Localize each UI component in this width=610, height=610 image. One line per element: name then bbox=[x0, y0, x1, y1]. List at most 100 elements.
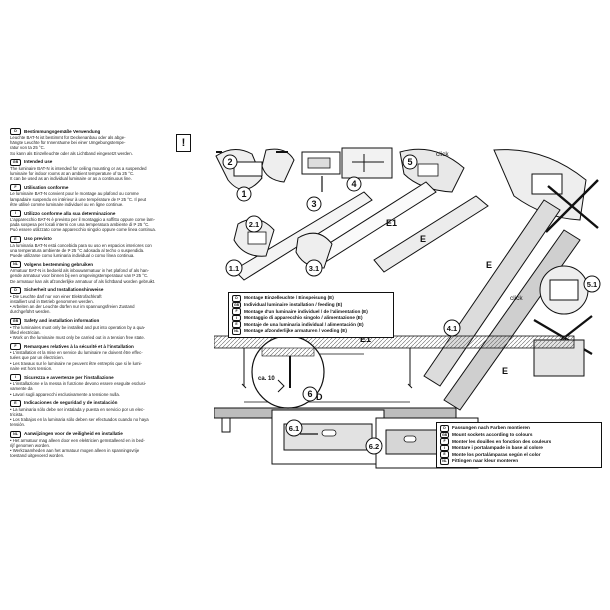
caption-text: Fittingen naar kleur monteren bbox=[452, 458, 519, 464]
socket-detail-6-1 bbox=[271, 409, 385, 465]
language-badge: F bbox=[10, 343, 21, 351]
caption-text: Montare i portalampade in base al colore bbox=[452, 445, 543, 451]
language-badge: F bbox=[232, 308, 241, 315]
step-3-1-figure bbox=[295, 232, 333, 269]
installation-illustration: 2 1 3 4 5 2.1 1.1 3.1 4.1 5.1 6 6.1 6.2 … bbox=[214, 147, 601, 469]
label-step-1-1: 1.1 bbox=[229, 264, 239, 273]
section-title: Utilizzo conforme alla sua determinazion… bbox=[24, 210, 116, 216]
language-badge: E bbox=[10, 399, 21, 407]
language-badge: GB bbox=[10, 158, 21, 166]
language-badge: F bbox=[10, 184, 21, 192]
language-badge: E bbox=[232, 321, 241, 328]
language-badge: D bbox=[10, 128, 21, 135]
label-step-6: 6 bbox=[307, 389, 312, 399]
label-click-1: click bbox=[436, 151, 449, 158]
caption-text: Mount sockets according to colours bbox=[452, 431, 533, 437]
section-title: Aanwijzingen voor de veiligheid en insta… bbox=[24, 431, 123, 437]
section-title: Volgens bestemming gebruiken bbox=[24, 261, 94, 267]
label-click-2: click bbox=[510, 295, 523, 302]
label-step-6-2: 6.2 bbox=[369, 442, 379, 451]
section-body: The luminaire BAT-N is intended for ceil… bbox=[10, 165, 147, 182]
language-badge: GB bbox=[232, 301, 241, 309]
label-step-2-1: 2.1 bbox=[249, 220, 259, 229]
label-d: D bbox=[316, 392, 323, 402]
language-badge: GB bbox=[440, 431, 449, 439]
section-title: Intended use bbox=[24, 159, 53, 165]
label-step-2: 2 bbox=[227, 157, 232, 167]
section-body: Le luminaire BAT-N convient pour le mont… bbox=[10, 191, 147, 207]
language-badge: NL bbox=[10, 261, 21, 269]
step-2-1-figure bbox=[233, 218, 275, 257]
label-step-5: 5 bbox=[407, 157, 412, 167]
caption-text: Fassungen nach Farben montieren bbox=[452, 425, 530, 431]
label-e1-b: E1 bbox=[360, 334, 371, 344]
language-badge: NL bbox=[232, 327, 241, 335]
caption-text: Monter les douilles en fonction des coul… bbox=[452, 438, 552, 444]
label-step-4-1: 4.1 bbox=[447, 324, 457, 333]
wrong-mounting-figure bbox=[493, 149, 599, 233]
language-badge: I bbox=[10, 210, 21, 218]
section-body: L'apparecchio BAT-N è previsto per il mo… bbox=[10, 217, 156, 233]
caption-text: Montage Einzelleuchte / Einspeisung (E) bbox=[244, 295, 334, 301]
language-badge: I bbox=[232, 314, 241, 322]
label-step-3: 3 bbox=[311, 199, 316, 209]
section-title: Utilisation conforme bbox=[24, 184, 69, 190]
language-badge: D bbox=[10, 286, 21, 294]
language-badge: F bbox=[440, 438, 449, 445]
section-body: • Die Leuchte darf nur von einer Elektro… bbox=[10, 293, 135, 315]
section-title: Remarques relatives à la sécurité et à l… bbox=[24, 343, 134, 349]
label-e-1: E bbox=[420, 234, 426, 244]
section-title: Sicherheit und Installationshinweise bbox=[24, 287, 104, 293]
label-e-3: E bbox=[502, 366, 508, 376]
warning-icon: ! bbox=[176, 134, 191, 152]
label-e1-a: E1 bbox=[386, 218, 397, 228]
caption-text: Montage afzonderlijke armaturen / voedin… bbox=[244, 328, 347, 334]
label-step-3-1: 3.1 bbox=[309, 264, 319, 273]
label-step-1: 1 bbox=[241, 189, 246, 199]
language-badge: I bbox=[440, 444, 449, 452]
section-body: • L'installazione e la messa in funzione… bbox=[10, 381, 147, 397]
language-badge: I bbox=[10, 374, 21, 382]
section-body: • The luminaires must only be installed … bbox=[10, 324, 146, 341]
section-title: Bestimmungsgemäße Verwendung bbox=[24, 128, 101, 134]
label-step-5-1: 5.1 bbox=[587, 280, 597, 289]
caption-text: Montaggio di apparecchio singolo / alime… bbox=[244, 315, 363, 321]
figure-labels: 2 1 3 4 5 2.1 1.1 3.1 4.1 5.1 6 6.1 6.2 … bbox=[222, 151, 601, 455]
caption-text: Individual luminaire installation / feed… bbox=[244, 301, 343, 307]
label-e-2: E bbox=[486, 260, 492, 270]
step-5-1-figure bbox=[533, 265, 593, 377]
